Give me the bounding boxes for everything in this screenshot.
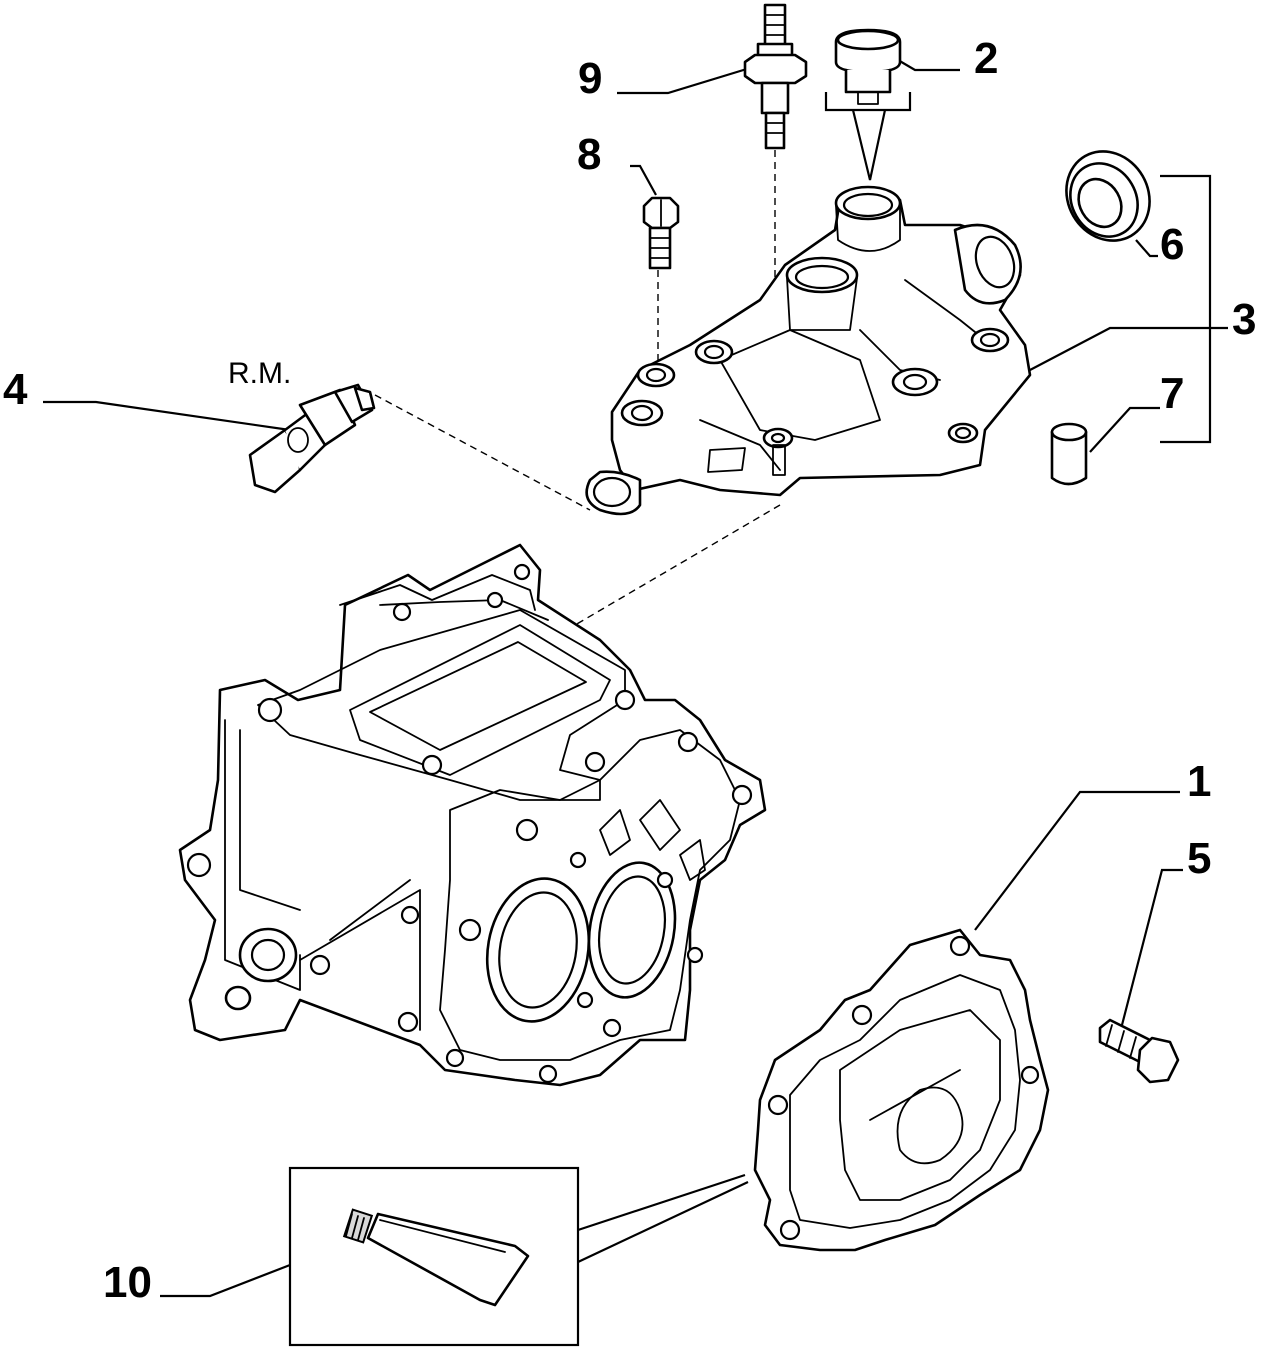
callout-7[interactable]: 7 <box>1160 369 1184 418</box>
callout-2[interactable]: 2 <box>974 34 998 83</box>
callout-1[interactable]: 1 <box>1187 757 1211 806</box>
callout-9[interactable]: 9 <box>578 54 602 103</box>
rm-note: R.M. <box>228 357 291 390</box>
part-5-bolt[interactable] <box>1098 1018 1180 1084</box>
part-4-sensor-switch[interactable] <box>248 383 376 494</box>
part-8-bolt[interactable] <box>642 196 680 270</box>
callout-3[interactable]: 3 <box>1232 295 1256 344</box>
callout-10[interactable]: 10 <box>103 1258 152 1307</box>
part-6-seal-ring[interactable] <box>1050 136 1165 256</box>
part-9-breather-stud[interactable] <box>743 3 808 150</box>
part-2-plug[interactable] <box>834 28 902 105</box>
part-1-end-cover[interactable] <box>753 928 1050 1252</box>
part-3-housing-cover[interactable] <box>585 185 1032 516</box>
callout-6[interactable]: 6 <box>1160 220 1184 269</box>
callout-5[interactable]: 5 <box>1187 834 1211 883</box>
part-10-sealant-box[interactable] <box>288 1166 580 1347</box>
part-7-bushing[interactable] <box>1050 422 1088 486</box>
callout-4[interactable]: 4 <box>3 365 28 414</box>
leader-lines <box>43 59 1228 1298</box>
callout-8[interactable]: 8 <box>577 130 601 179</box>
gearbox-housing[interactable] <box>178 543 767 1087</box>
